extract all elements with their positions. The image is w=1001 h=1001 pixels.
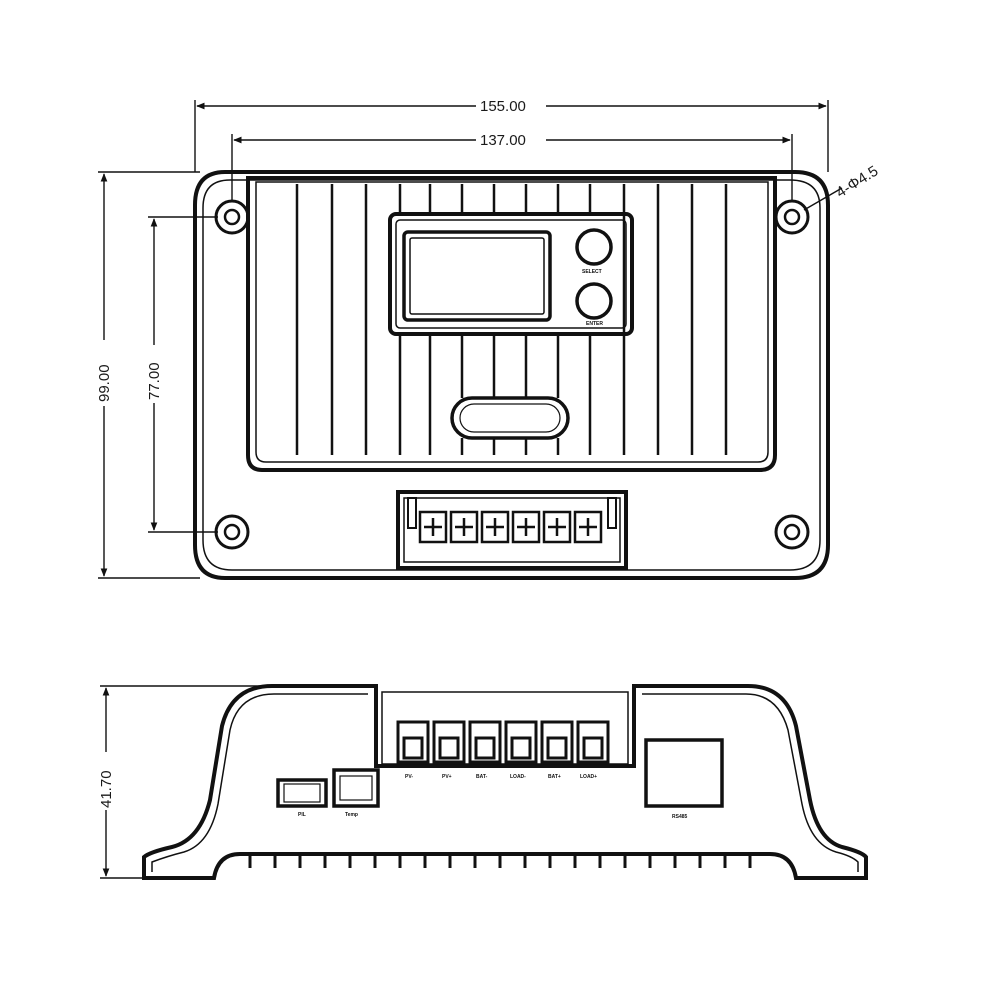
side-outer-body bbox=[142, 684, 868, 880]
terminal-label: BAT+ bbox=[548, 774, 561, 780]
hole-spacing-width-dim: 137.00 bbox=[480, 132, 526, 149]
side-dimensions bbox=[100, 685, 270, 879]
rs485-port-label: RS485 bbox=[672, 814, 688, 820]
overall-height-dim: 99.00 bbox=[96, 364, 113, 402]
overall-width-dim: 155.00 bbox=[480, 98, 526, 115]
lcd-screen bbox=[402, 230, 552, 322]
terminal-labels: PV- PV+ BAT- LOAD- BAT+ LOAD+ bbox=[405, 774, 597, 780]
front-outer-body bbox=[193, 170, 830, 580]
mounting-hole bbox=[774, 514, 810, 550]
pil-port-label: PIL bbox=[298, 812, 306, 818]
display-module bbox=[388, 212, 634, 336]
side-terminal-recess bbox=[381, 691, 629, 765]
terminal-label: PV+ bbox=[442, 774, 452, 780]
enter-button[interactable] bbox=[575, 282, 613, 320]
front-view: SELECT ENTER bbox=[193, 170, 830, 580]
mounting-hole bbox=[774, 199, 810, 235]
side-terminals bbox=[396, 720, 610, 764]
temp-port-label: Temp bbox=[345, 812, 358, 818]
mounting-hole bbox=[214, 199, 250, 235]
enter-button-label: ENTER bbox=[586, 321, 603, 327]
side-view: PV- PV+ BAT- LOAD- BAT+ LOAD+ PIL Temp R… bbox=[142, 684, 868, 880]
mounting-hole-callout: 4-Φ4.5 bbox=[833, 163, 881, 202]
pil-port bbox=[276, 778, 328, 808]
heat-sink-panel bbox=[246, 176, 777, 472]
label-plate bbox=[450, 396, 570, 440]
side-height-dim: 41.70 bbox=[98, 770, 115, 808]
select-button[interactable] bbox=[575, 228, 613, 266]
heat-sink-fins bbox=[295, 184, 728, 455]
hole-spacing-height-dim: 77.00 bbox=[146, 362, 163, 400]
mounting-hole bbox=[214, 514, 250, 550]
terminal-label: LOAD- bbox=[510, 774, 526, 780]
terminal-block bbox=[396, 490, 628, 570]
temp-sensor-port bbox=[332, 768, 380, 808]
rs485-port bbox=[644, 738, 724, 808]
terminal-label: PV- bbox=[405, 774, 413, 780]
terminal-label: BAT- bbox=[476, 774, 488, 780]
select-button-label: SELECT bbox=[582, 269, 602, 275]
terminal-label: LOAD+ bbox=[580, 774, 597, 780]
bottom-ridges bbox=[248, 854, 752, 868]
